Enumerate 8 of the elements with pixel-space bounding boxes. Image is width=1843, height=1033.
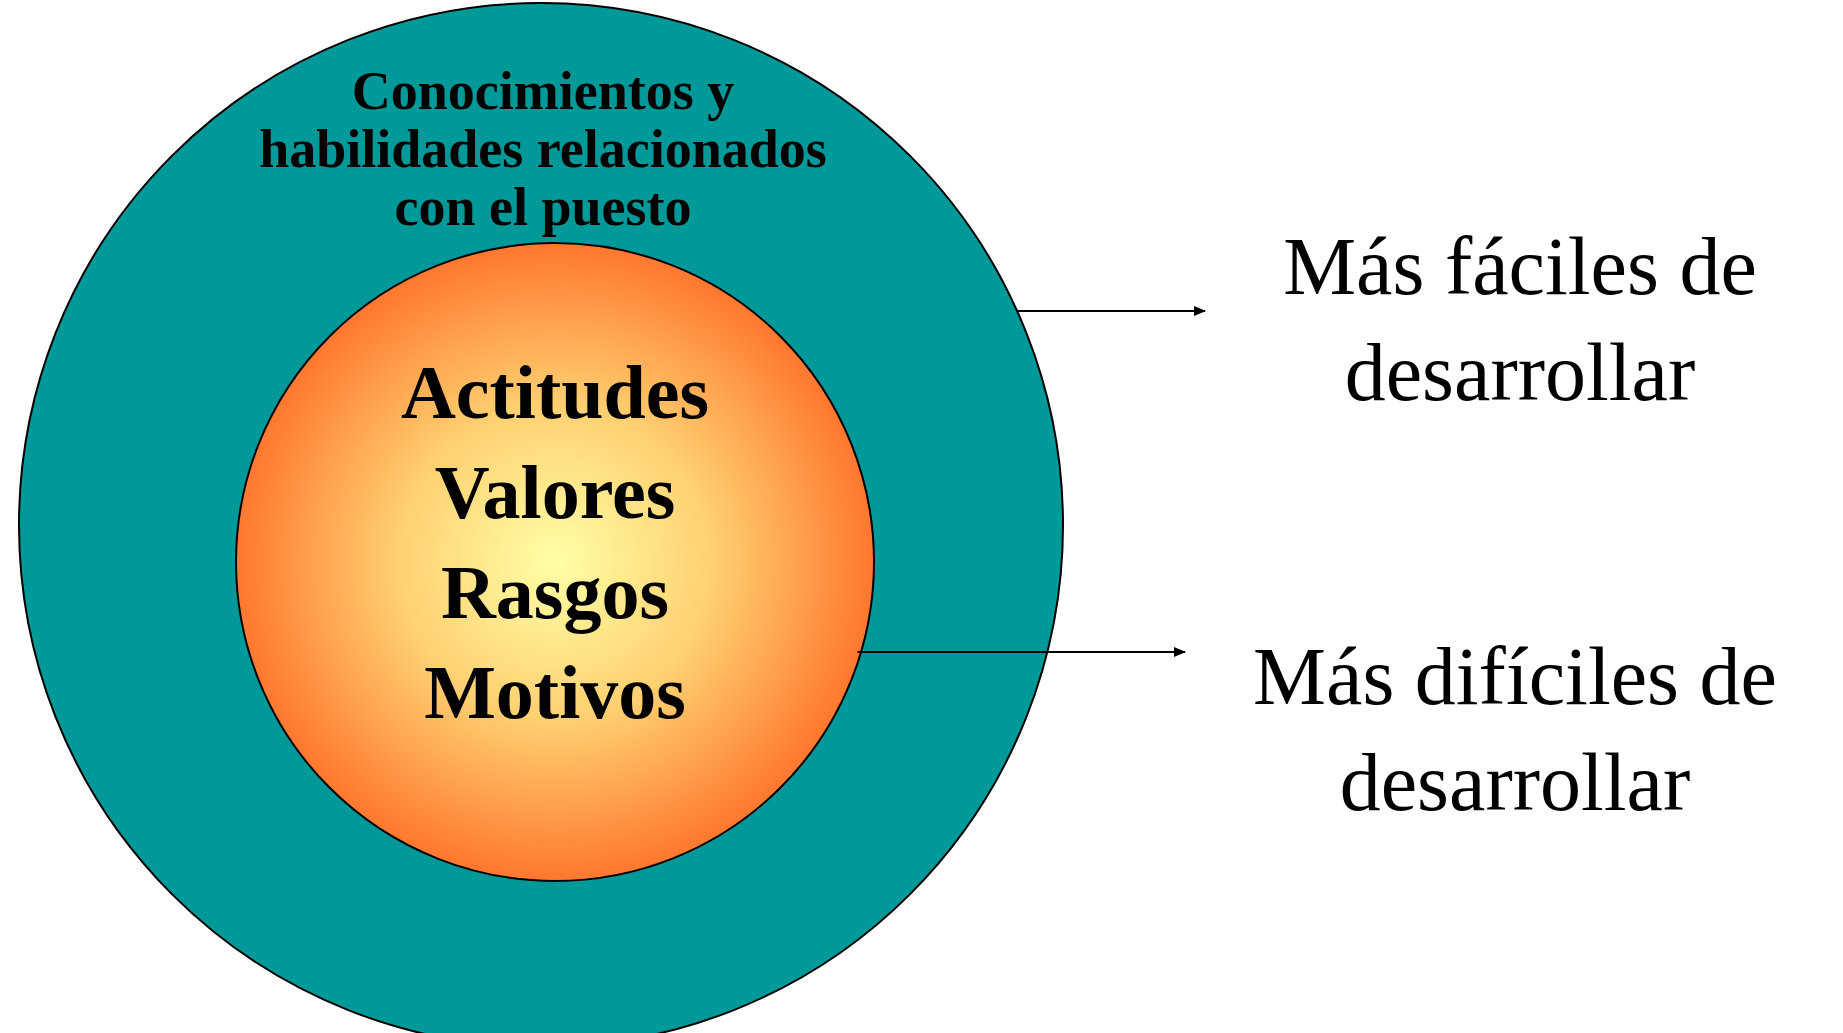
circle-label: Actitudes — [400, 349, 710, 436]
arrow — [856, 647, 1186, 657]
circle-label: Rasgos — [440, 549, 669, 636]
side-label: Más fáciles de desarrollar — [1282, 220, 1758, 420]
circle-heading: Conocimientos y habilidades relacionados con el puesto — [258, 62, 828, 236]
circle-label: Motivos — [424, 649, 686, 736]
side-label: Más difíciles de desarrollar — [1252, 630, 1778, 830]
circle-label: Valores — [434, 449, 676, 536]
